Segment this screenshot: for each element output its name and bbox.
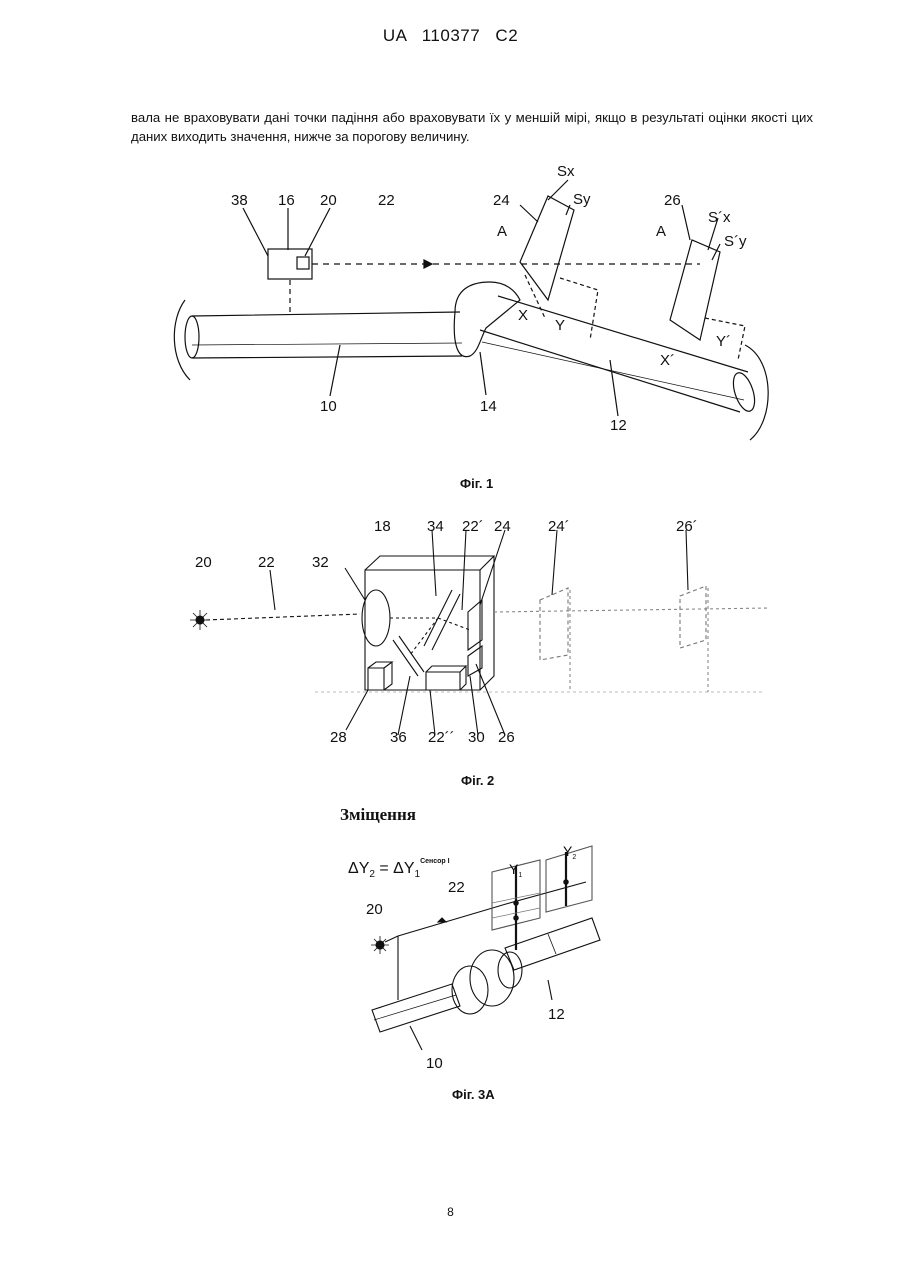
fig3a-label-y2: Y2 (563, 843, 576, 861)
fig3a-label-10: 10 (426, 1055, 443, 1072)
fig3a-label-12: 12 (548, 1006, 565, 1023)
fig3a-label-y1: Y1 (509, 861, 522, 879)
fig3a-label-22: 22 (448, 879, 465, 896)
fig3a-label-20: 20 (366, 901, 383, 918)
page-number: 8 (0, 1205, 901, 1219)
fig3a-caption: Фіг. 3А (452, 1087, 495, 1102)
